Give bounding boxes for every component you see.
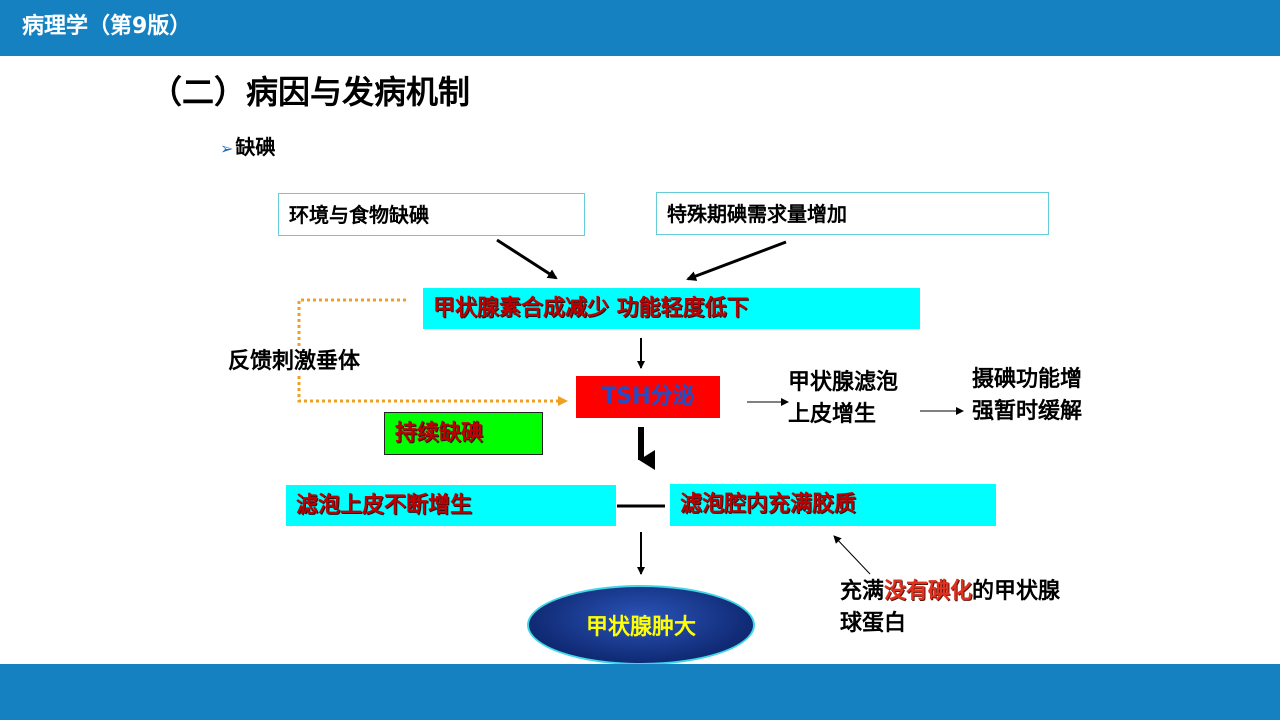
uptake-line2: 强暂时缓解 — [972, 399, 1083, 424]
arrow-right-source — [686, 240, 787, 281]
colloid-note-highlight: 没有碘化 — [884, 579, 973, 604]
final-label: 甲状腺肿大 — [585, 615, 696, 640]
persistent-box: 持续缺碘 — [384, 412, 543, 455]
section-title: （二）病因与发病机制 — [150, 73, 471, 111]
hyperplasia-label: 甲状腺滤泡 上皮增生 — [788, 367, 898, 431]
source-box-right: 特殊期碘需求量增加 — [656, 192, 1049, 235]
final-ellipse: 甲状腺肿大 — [527, 585, 755, 665]
reduction-box: 甲状腺素合成减少 功能轻度低下 — [423, 288, 920, 329]
footer-bar — [0, 664, 1280, 720]
colloid-note: 充满没有碘化的甲状腺 球蛋白 — [840, 576, 1060, 640]
hyperplasia-line1: 甲状腺滤泡 — [788, 370, 899, 395]
tsh-box: TSH分泌 — [576, 376, 720, 418]
colloid-note-post: 的甲状腺 — [972, 579, 1061, 604]
bullet-text: 缺碘 — [235, 135, 276, 159]
colloid-note-line2: 球蛋白 — [840, 611, 907, 636]
hyperplasia-line2: 上皮增生 — [788, 402, 877, 427]
arrow-colloid-note — [833, 535, 871, 575]
uptake-label: 摄碘功能增 强暂时缓解 — [972, 364, 1082, 428]
left-result-box: 滤泡上皮不断增生 — [286, 485, 616, 526]
feedback-path-top — [297, 298, 406, 346]
arrow-bullet-icon: ➢ — [220, 139, 234, 158]
uptake-line1: 摄碘功能增 — [972, 367, 1083, 392]
feedback-path-bottom — [297, 376, 568, 406]
bullet-item: ➢缺碘 — [220, 132, 275, 164]
colloid-note-pre: 充满 — [840, 579, 885, 604]
source-box-left: 环境与食物缺碘 — [278, 193, 585, 236]
arrow-left-source — [496, 238, 558, 280]
header-bar: 病理学（第9版） — [0, 0, 1280, 56]
book-title: 病理学（第9版） — [22, 14, 192, 39]
feedback-label: 反馈刺激垂体 — [228, 349, 361, 374]
colloid-note-line1: 充满没有碘化的甲状腺 — [840, 576, 1060, 608]
right-result-box: 滤泡腔内充满胶质 — [670, 484, 996, 526]
